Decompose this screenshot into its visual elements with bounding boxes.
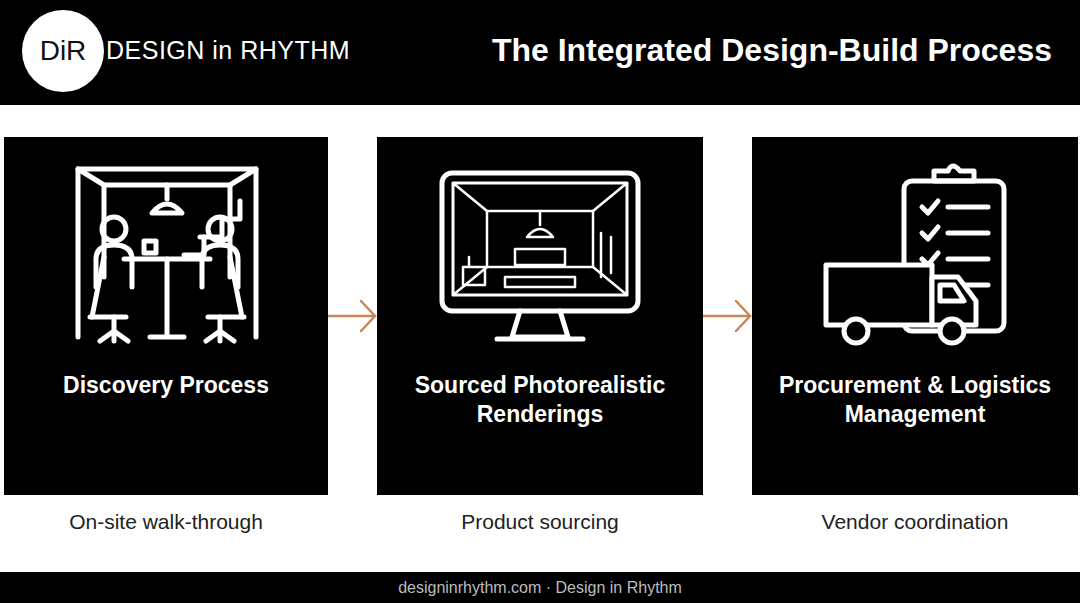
process-box: Discovery ProcessOn-site walk-through <box>4 137 328 495</box>
step-caption: On-site walk-through <box>0 509 348 535</box>
footer-text: designinrhythm.com · Design in Rhythm <box>0 578 1080 598</box>
flow-arrow <box>703 301 750 331</box>
meeting-icon <box>4 137 328 495</box>
brand-name: DESIGN in RHYTHM <box>106 35 350 65</box>
logo-circle: DiR <box>22 10 104 92</box>
truck-clipboard-icon <box>752 137 1078 495</box>
step-title: Discovery Process <box>61 371 271 400</box>
logo-text: DiR <box>40 35 87 67</box>
step-title: Sourced Photorealistic Renderings <box>385 371 695 429</box>
monitor-icon <box>377 137 703 495</box>
step-caption: Product sourcing <box>357 509 723 535</box>
flow-arrow <box>328 301 375 331</box>
process-box: Sourced Photorealistic RenderingsProduct… <box>377 137 703 495</box>
step-caption: Vendor coordination <box>732 509 1080 535</box>
step-title: Procurement & Logistics Management <box>770 371 1060 429</box>
diagram-title: The Integrated Design-Build Process <box>492 30 1052 70</box>
process-box: Procurement & Logistics ManagementVendor… <box>752 137 1078 495</box>
